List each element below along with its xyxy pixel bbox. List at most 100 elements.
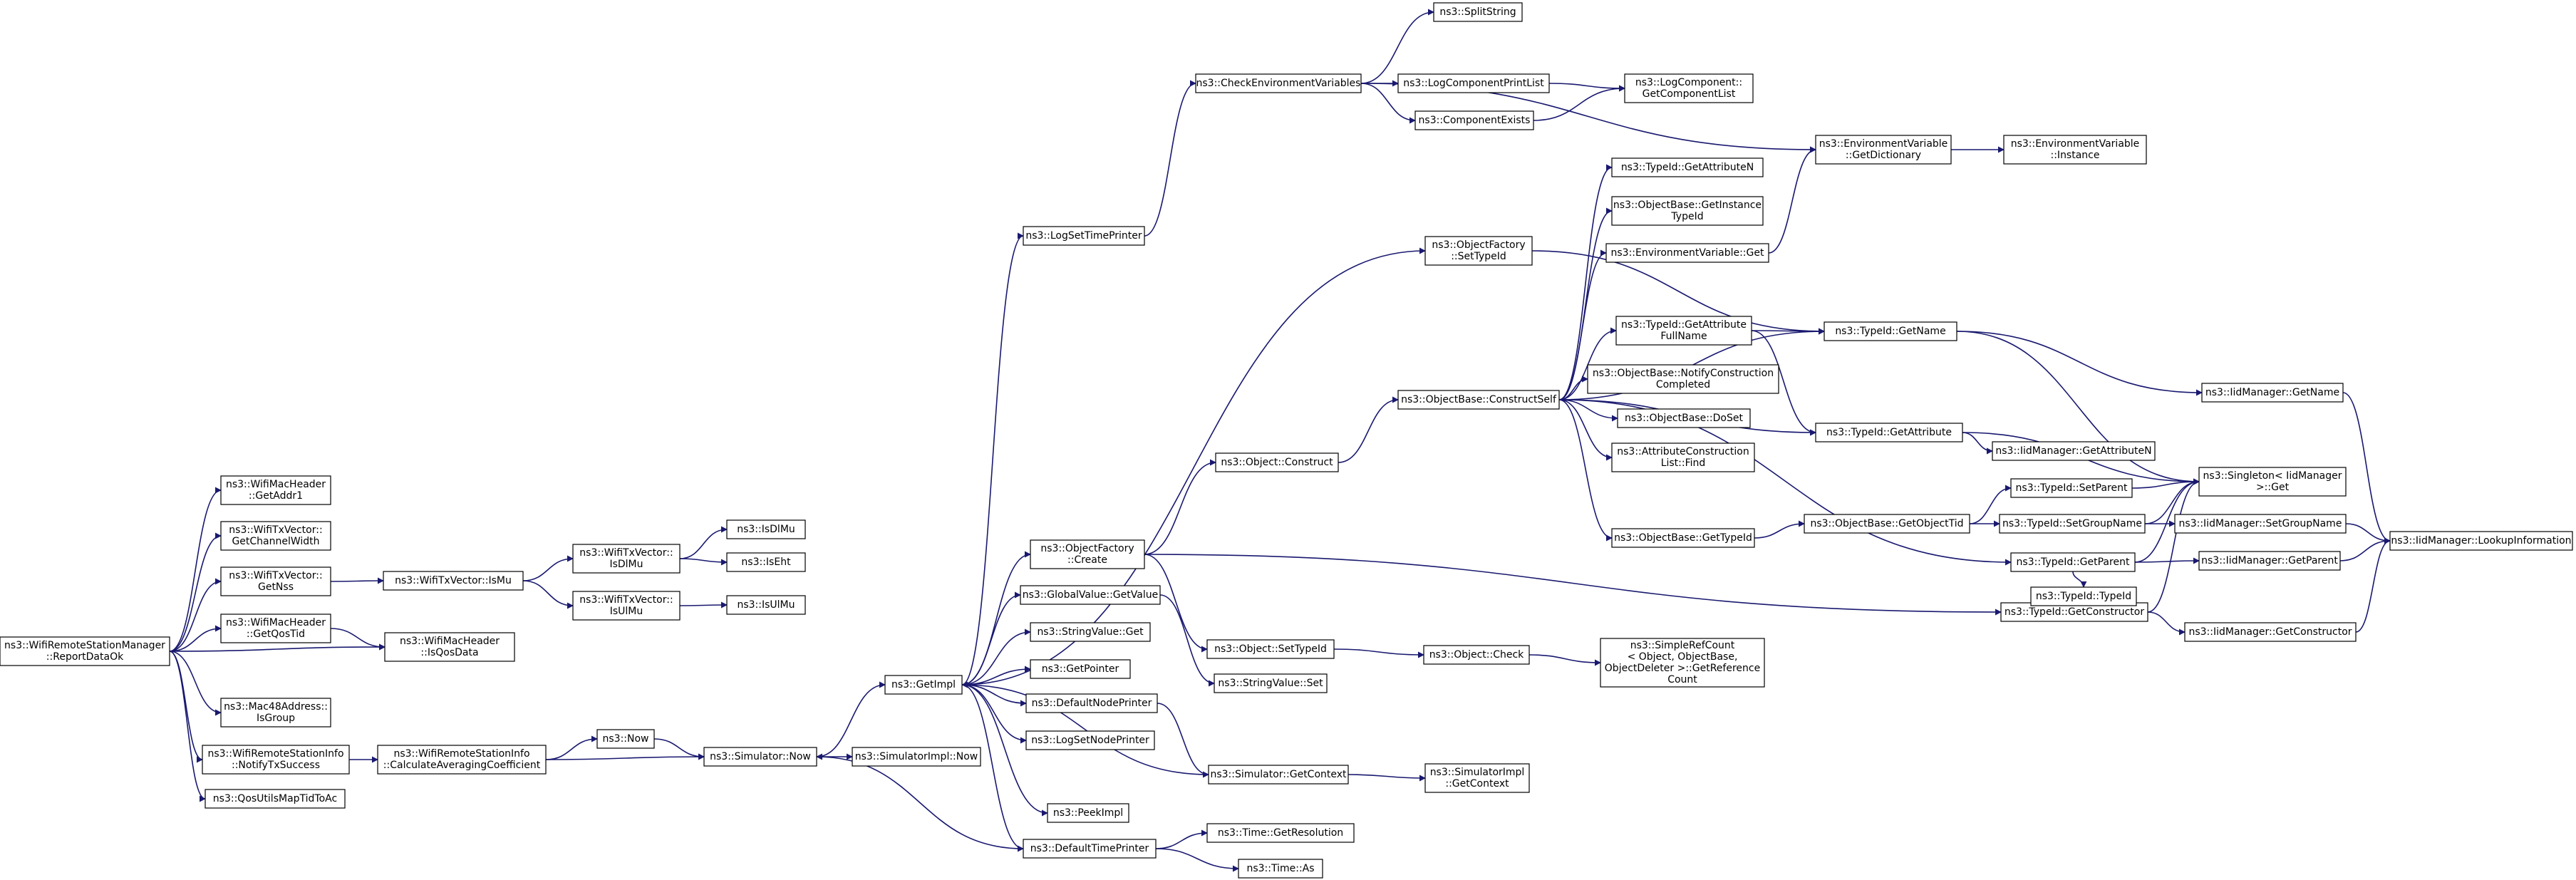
node-now[interactable]: ns3::Now [596,729,655,749]
node-ofsettypeid-box [1424,236,1533,266]
edge-ismu-to-txisdlmu [522,555,574,581]
node-calcavg[interactable]: ns3::WifiRemoteStationInfo::CalculateAve… [377,745,547,775]
node-simimplnow[interactable]: ns3::SimulatorImpl::Now [852,747,981,767]
node-getattributen[interactable]: ns3::TypeId::GetAttributeN [1611,157,1764,177]
node-splitstring[interactable]: ns3::SplitString [1433,2,1523,22]
node-isulmu[interactable]: ns3::IsUlMu [726,595,806,615]
edge-txisdlmu-to-isdlmu [679,526,728,559]
node-getobjecttid[interactable]: ns3::ObjectBase::GetObjectTid [1804,514,1970,534]
node-envinstance[interactable]: ns3::EnvironmentVariable::Instance [2003,135,2147,165]
node-acfind-label-line: List::Find [1661,457,1706,469]
node-iseht[interactable]: ns3::IsEht [726,552,806,572]
edge-constructself-to-envget [1558,249,1607,400]
node-qosmap[interactable]: ns3::QosUtilsMapTidToAc [205,789,346,809]
node-gvgetvalue[interactable]: ns3::GlobalValue::GetValue [1020,585,1161,605]
node-report[interactable]: ns3::WifiRemoteStationManager::ReportDat… [0,636,170,666]
edge-objcheck-to-simplerefcount [1528,654,1601,666]
node-logsetnodeprinter[interactable]: ns3::LogSetNodePrinter [1025,730,1155,750]
node-iidgetparent[interactable]: ns3::IidManager::GetParent [2198,551,2341,571]
node-iidgetconstructor[interactable]: ns3::IidManager::GetConstructor [2184,622,2357,642]
node-txisdlmu[interactable]: ns3::WifiTxVector::IsDlMu [572,544,681,574]
node-ofsettypeid[interactable]: ns3::ObjectFactory::SetTypeId [1424,236,1533,266]
node-simplerefcount-label-line: < Object, ObjectBase, [1628,651,1738,663]
node-isgroup[interactable]: ns3::Mac48Address::IsGroup [220,698,331,728]
node-getattrfullname-box [1615,316,1752,346]
node-singletonget-label-line: ns3::Singleton< IidManager [2203,470,2342,482]
node-getqostid[interactable]: ns3::WifiMacHeader::GetQosTid [220,614,331,643]
node-simnow[interactable]: ns3::Simulator::Now [703,747,817,767]
node-ismu[interactable]: ns3::WifiTxVector::IsMu [383,571,524,591]
node-tidgetattribute-label-line: ns3::TypeId::GetAttribute [1826,427,1952,438]
node-timeas[interactable]: ns3::Time::As [1238,859,1323,879]
node-objsettypeid[interactable]: ns3::Object::SetTypeId [1206,639,1335,659]
node-getimpl[interactable]: ns3::GetImpl [884,675,963,695]
node-singletonget[interactable]: ns3::Singleton< IidManager>::Get [2198,467,2347,497]
node-envgetdict[interactable]: ns3::EnvironmentVariable::GetDictionary [1815,135,1952,165]
node-envgetdict-label-line: ::GetDictionary [1846,150,1921,161]
node-txisulmu[interactable]: ns3::WifiTxVector::IsUlMu [572,591,681,621]
node-simimplgetcontext-box [1424,763,1530,793]
node-timeas-box [1238,859,1323,879]
node-logsettimeprinter[interactable]: ns3::LogSetTimePrinter [1023,226,1145,246]
edge-ofcreate-to-tidgetconstructor [1144,554,2002,616]
node-iidgetconstructor-label-line: ns3::IidManager::GetConstructor [2188,626,2352,638]
node-objconstruct[interactable]: ns3::Object::Construct [1215,452,1339,472]
node-tidsetparent[interactable]: ns3::TypeId::SetParent [2010,478,2133,498]
node-defnodeprinter-label-line: ns3::DefaultNodePrinter [1032,698,1152,709]
node-isqosdata[interactable]: ns3::WifiMacHeader::IsQosData [384,632,515,662]
node-iidlookup[interactable]: ns3::IidManager::LookupInformation [2389,531,2573,551]
node-simgetcontext[interactable]: ns3::Simulator::GetContext [1208,765,1349,785]
node-ofcreate[interactable]: ns3::ObjectFactory::Create [1030,539,1145,569]
node-obgettypeid[interactable]: ns3::ObjectBase::GetTypeId [1611,528,1755,548]
node-notifyconstruction[interactable]: ns3::ObjectBase::NotifyConstructionCompl… [1587,364,1779,394]
node-tidtypeid[interactable]: ns3::TypeId::TypeId [2030,586,2137,606]
node-isqosdata-box [384,632,515,662]
node-peekimpl[interactable]: ns3::PeekImpl [1047,803,1129,823]
node-logcompprintlist[interactable]: ns3::LogComponentPrintList [1397,73,1550,93]
node-tidsetgroupname[interactable]: ns3::TypeId::SetGroupName [1999,514,2146,534]
node-getchw[interactable]: ns3::WifiTxVector::GetChannelWidth [220,521,331,551]
node-isdlmu[interactable]: ns3::IsDlMu [726,519,806,539]
node-doset[interactable]: ns3::ObjectBase::DoSet [1617,408,1751,428]
node-simplerefcount[interactable]: ns3::SimpleRefCount< Object, ObjectBase,… [1600,638,1765,688]
node-getcomplist[interactable]: ns3::LogComponent::GetComponentList [1624,73,1754,103]
node-tidgetparent[interactable]: ns3::TypeId::GetParent [2010,552,2136,572]
node-objcheck[interactable]: ns3::Object::Check [1423,645,1530,665]
edge-report-to-getaddr1 [169,487,222,652]
node-ofcreate-label-line: ns3::ObjectFactory [1040,543,1134,554]
edge-calcavg-to-simnow [545,753,705,760]
edge-getimpl-to-svget [961,628,1031,685]
node-splitstring-box [1433,2,1523,22]
node-simnow-box [703,747,817,767]
node-getnss[interactable]: ns3::WifiTxVector::GetNss [220,566,331,596]
node-iidlookup-label-line: ns3::IidManager::LookupInformation [2391,535,2571,547]
node-envget[interactable]: ns3::EnvironmentVariable::Get [1605,243,1769,263]
node-getaddr1[interactable]: ns3::WifiMacHeader::GetAddr1 [220,475,331,505]
node-iidgetattributen[interactable]: ns3::IidManager::GetAttributeN [1992,441,2156,461]
node-peekimpl-box [1047,803,1129,823]
node-iidsetgroupname[interactable]: ns3::IidManager::SetGroupName [2174,514,2347,534]
node-timegetres[interactable]: ns3::Time::GetResolution [1206,823,1355,843]
node-tidgetname[interactable]: ns3::TypeId::GetName [1824,321,1957,341]
node-simgetcontext-box [1208,765,1349,785]
node-deftimeprinter[interactable]: ns3::DefaultTimePrinter [1023,839,1157,859]
node-getobjecttid-label-line: ns3::ObjectBase::GetObjectTid [1810,518,1963,529]
node-tidgetattribute[interactable]: ns3::TypeId::GetAttribute [1815,423,1963,442]
edge-obgettypeid-to-getobjecttid [1754,520,1805,539]
node-tidgetconstructor-label-line: ns3::TypeId::GetConstructor [2005,606,2144,618]
node-getpointer[interactable]: ns3::GetPointer [1030,659,1131,679]
node-svset[interactable]: ns3::StringValue::Set [1214,673,1328,693]
node-notifytx[interactable]: ns3::WifiRemoteStationInfo::NotifyTxSucc… [202,745,350,775]
node-constructself[interactable]: ns3::ObjectBase::ConstructSelf [1397,390,1560,410]
node-defnodeprinter[interactable]: ns3::DefaultNodePrinter [1025,693,1158,713]
node-svget[interactable]: ns3::StringValue::Get [1030,622,1151,642]
node-componentexists[interactable]: ns3::ComponentExists [1414,110,1534,130]
node-envinstance-label-line: ::Instance [2051,150,2100,161]
node-simimplgetcontext[interactable]: ns3::SimulatorImpl::GetContext [1424,763,1530,793]
node-iidgetname[interactable]: ns3::IidManager::GetName [2201,383,2344,403]
node-checkenv[interactable]: ns3::CheckEnvironmentVariables [1195,73,1362,93]
